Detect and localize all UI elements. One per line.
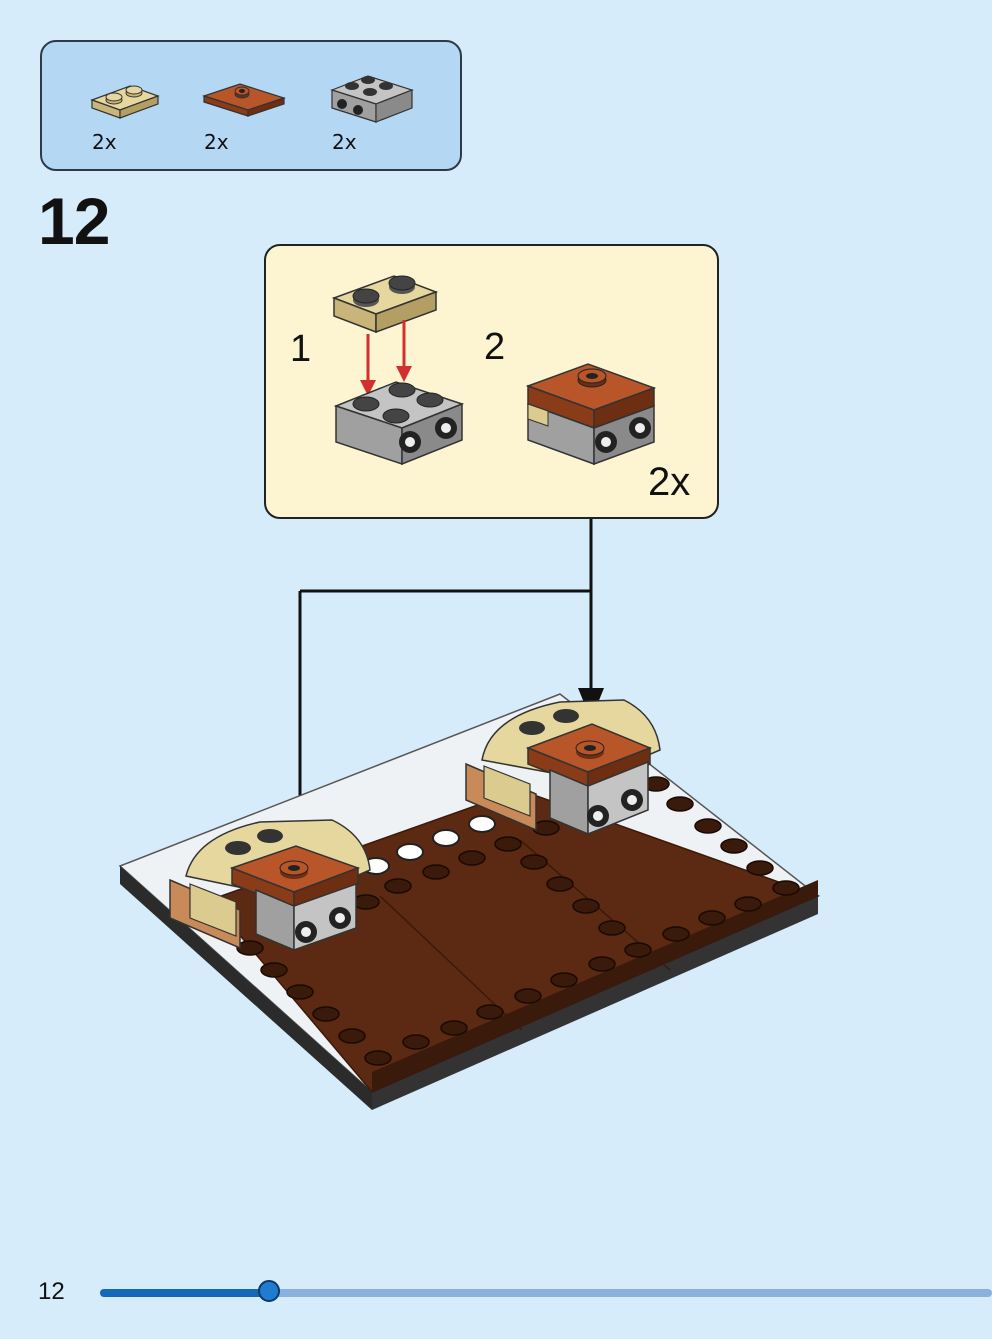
left-seat-assembly (169, 819, 371, 952)
assembled-element-icon (525, 363, 657, 466)
right-seat-assembly (465, 699, 661, 836)
part-brown-plate: 2x (200, 64, 290, 164)
part-qty: 2x (92, 130, 117, 154)
gray-brick-icon (330, 75, 414, 123)
substep-number-2: 2 (484, 326, 506, 368)
substep-number-1: 1 (290, 328, 312, 370)
part-tan-plate: 2x (88, 64, 178, 164)
progress-knob[interactable] (258, 1280, 281, 1302)
brown-studs (236, 776, 800, 1066)
part-qty: 2x (204, 130, 229, 154)
part-gray-brick: 2x (328, 64, 418, 164)
part-qty: 2x (332, 130, 357, 154)
white-studs (362, 815, 496, 875)
brown-plate-icon (202, 83, 286, 117)
red-arrow-icon (360, 320, 412, 396)
page-number: 12 (38, 1278, 65, 1305)
progress-fill (100, 1289, 270, 1297)
substep-quantity: 2x (648, 460, 691, 504)
tan-plate-icon (90, 85, 160, 119)
step-number: 12 (38, 184, 110, 258)
parts-list: 2x 2x 2x (40, 40, 462, 171)
progress-bar (100, 1280, 992, 1302)
substep-illustration (331, 275, 657, 466)
tan-plate-icon (331, 275, 439, 334)
substep-callout: 1 2 2x (264, 244, 719, 519)
gray-brick-icon (333, 381, 465, 466)
